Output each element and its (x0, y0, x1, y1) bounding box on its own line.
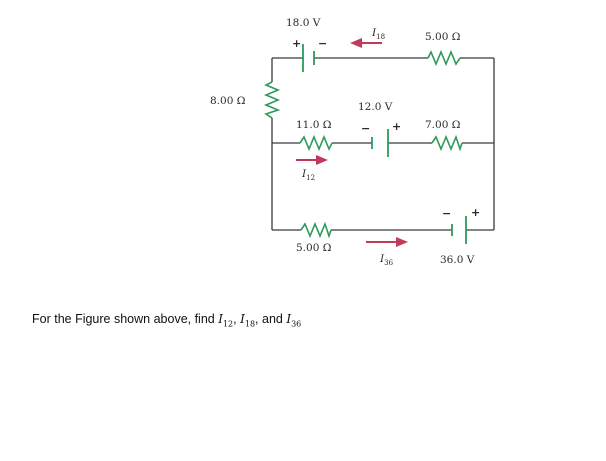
resistor-5-top-label: 5.00 Ω (425, 31, 461, 43)
resistor-8-left-label: 8.00 Ω (210, 95, 246, 107)
battery-36v-label: 36.0 V (440, 254, 475, 266)
current-i12-arrow (296, 155, 328, 165)
circuit-wires (271, 57, 495, 231)
resistor-5-bottom-label: 5.00 Ω (296, 242, 332, 254)
battery-18v-label: 18.0 V (286, 17, 321, 29)
question-separator: , (233, 312, 241, 326)
resistor-11-mid-label: 11.0 Ω (296, 119, 332, 131)
resistor-7-mid-label: 7.00 Ω (425, 119, 461, 131)
current-i18-arrow (350, 38, 382, 48)
resistor-7-mid-symbol (431, 134, 463, 152)
question-var-i36: I36 (286, 312, 302, 329)
battery-18v-symbol (302, 44, 315, 72)
question-text: For the Figure shown above, find I12, I1… (32, 312, 301, 328)
resistor-8-left-symbol (263, 81, 281, 119)
question-var-i18: I18 (240, 312, 256, 329)
question-separator: , and (255, 312, 287, 326)
current-i36-arrow (366, 237, 408, 247)
resistor-11-mid-symbol (299, 134, 333, 152)
current-i18-label: I18 (371, 27, 385, 41)
battery-12v-plus: + (392, 120, 401, 133)
battery-18v-plus: + (292, 37, 301, 50)
resistor-5-top-symbol (427, 49, 461, 67)
current-i36-label: I36 (379, 253, 394, 267)
battery-36v-plus: + (471, 206, 480, 219)
resistor-5-bottom-symbol (300, 221, 332, 239)
battery-12v-minus: − (361, 122, 370, 135)
battery-36v-minus: − (442, 207, 451, 220)
battery-36v-symbol (451, 216, 467, 244)
battery-18v-minus: − (318, 37, 327, 50)
current-i12-label: I12 (301, 168, 315, 182)
battery-12v-label: 12.0 V (358, 101, 393, 113)
battery-12v-symbol (371, 129, 389, 157)
question-prefix: For the Figure shown above, find (32, 312, 219, 326)
question-var-i12: I12 (218, 312, 234, 329)
